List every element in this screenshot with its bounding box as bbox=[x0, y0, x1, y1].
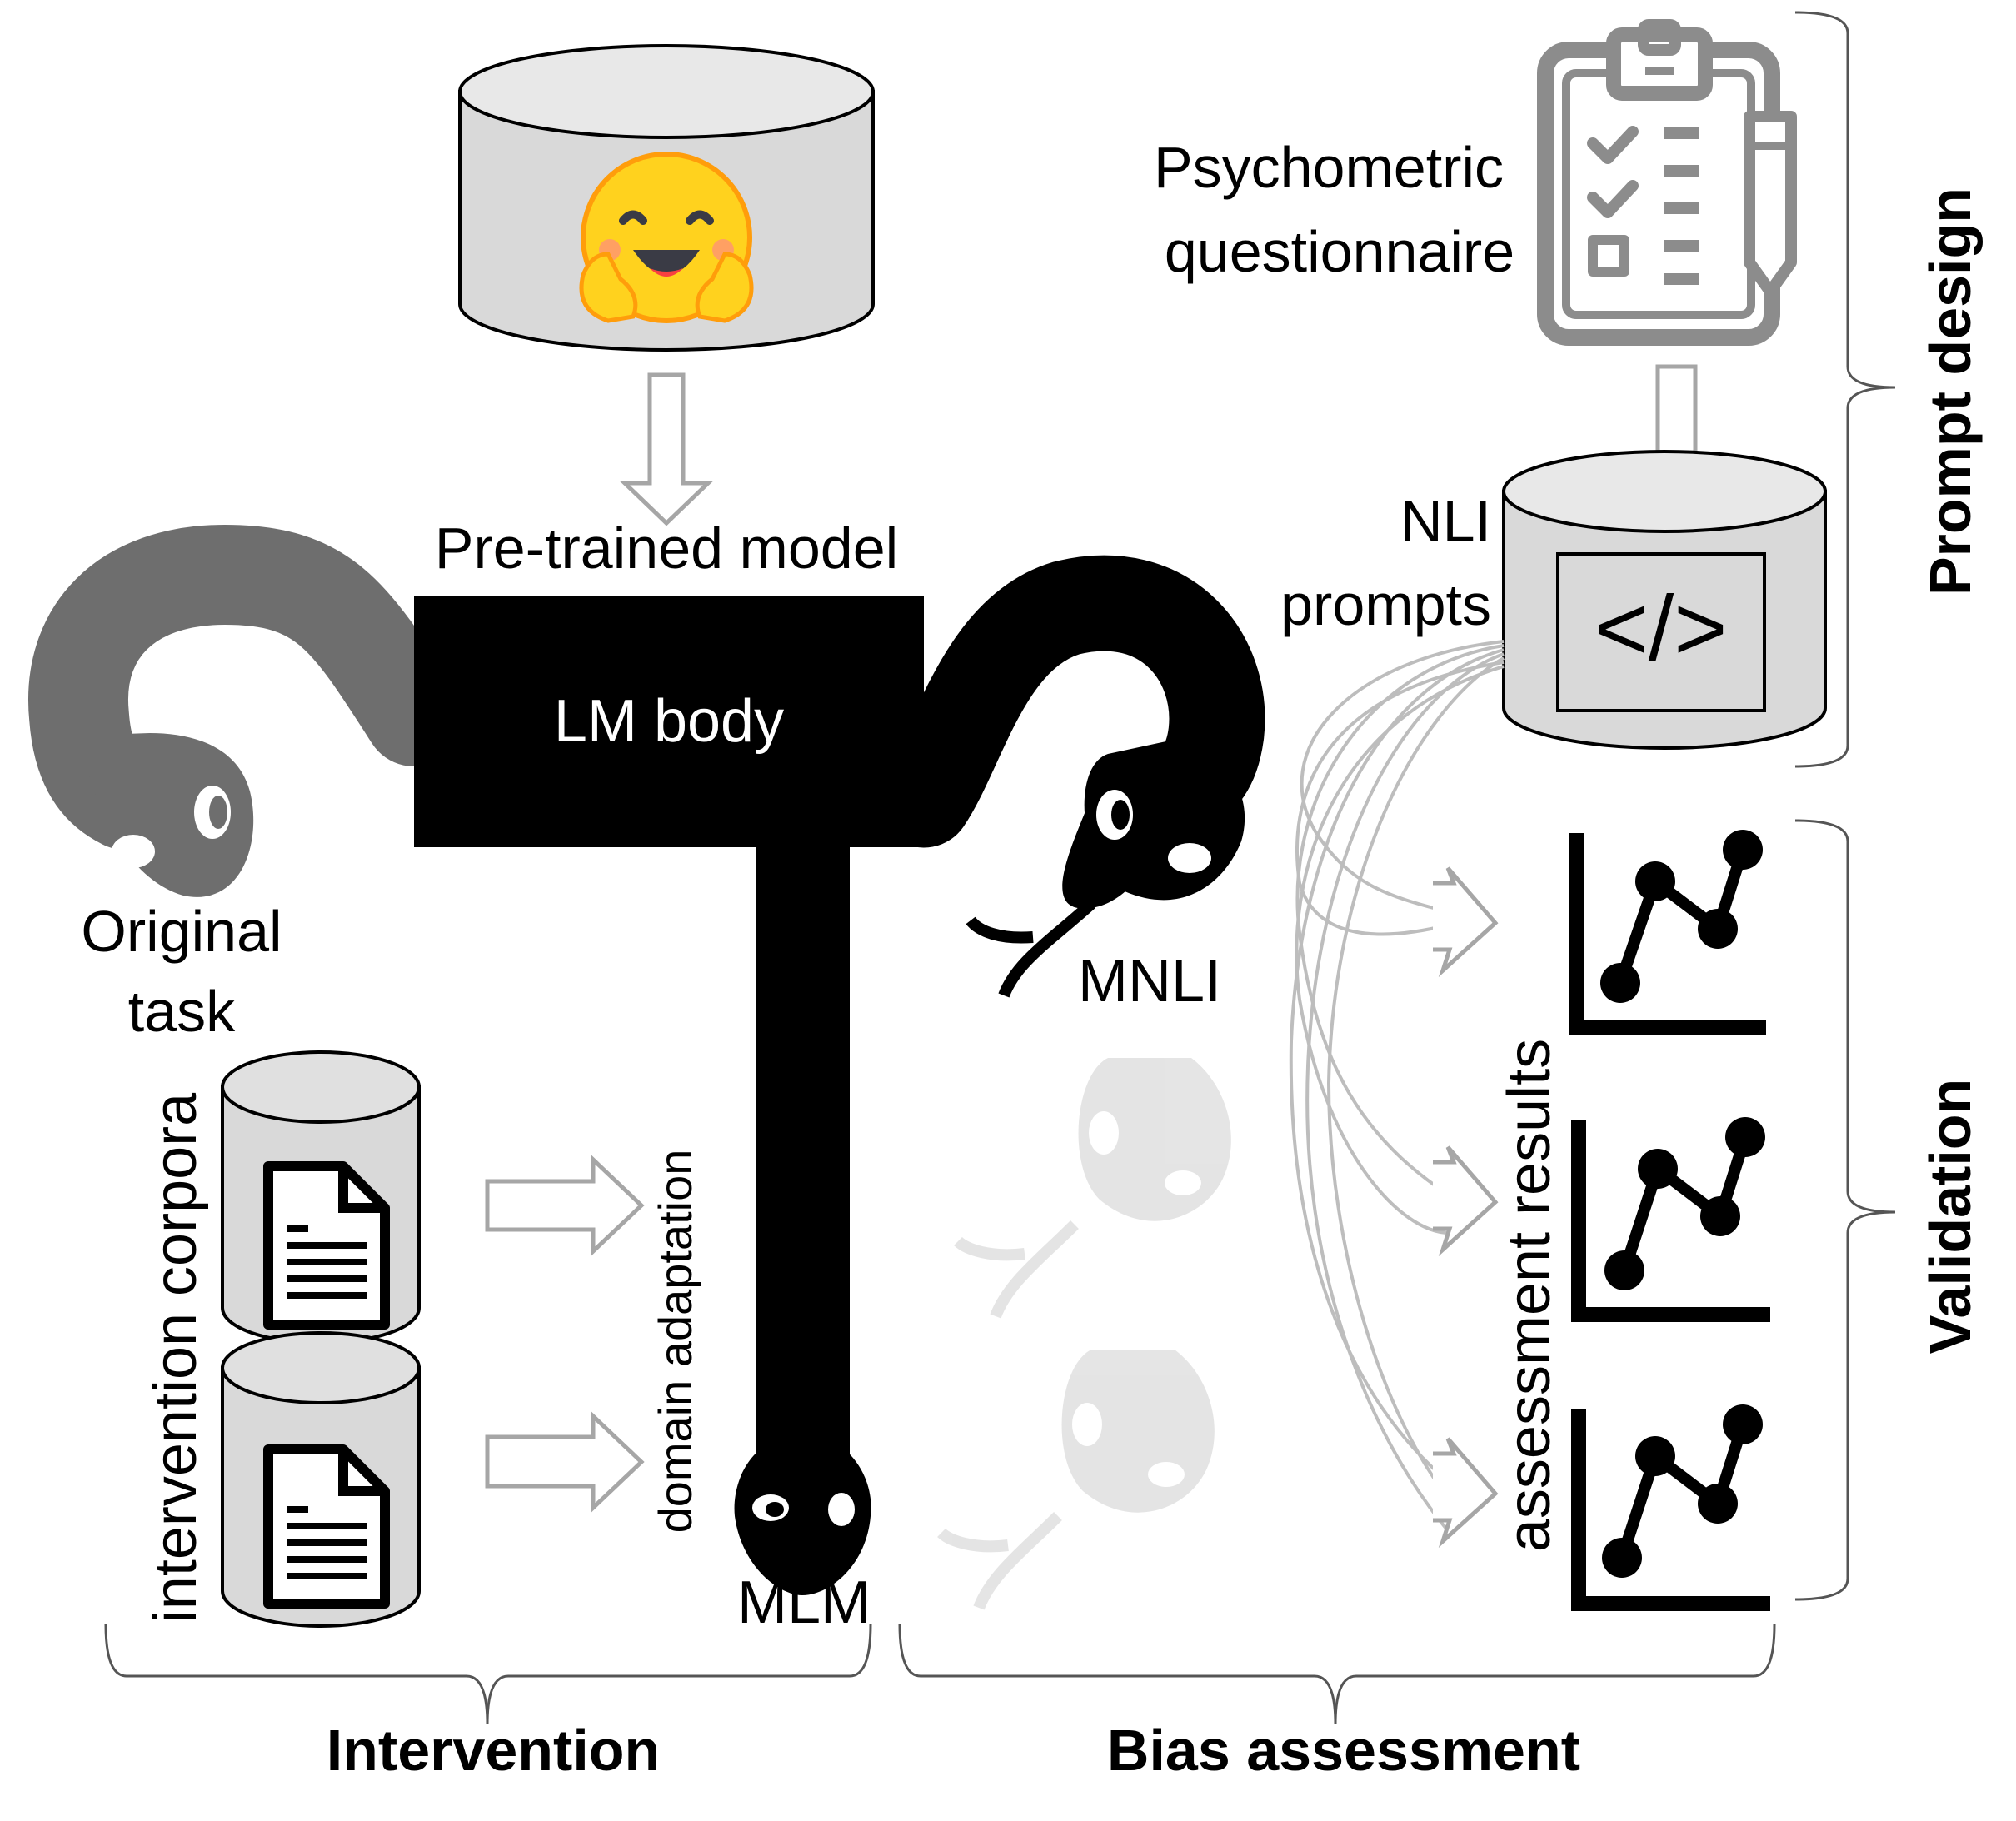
arrow-to-result-2 bbox=[1433, 1145, 1499, 1257]
psychometric-label-line2: questionnaire bbox=[1165, 219, 1514, 284]
domain-adaptation-label: domain adaptation bbox=[649, 1150, 701, 1534]
snake-icon bbox=[28, 524, 464, 897]
faded-snake-icon bbox=[954, 1058, 1231, 1319]
document-icon bbox=[263, 1161, 390, 1330]
intervention-corpora-label: intervention corpora bbox=[142, 1092, 209, 1623]
nli-prompts-label-line1: NLI bbox=[1400, 489, 1491, 554]
intervention-brace bbox=[104, 1624, 872, 1725]
pretrained-model-database bbox=[458, 44, 875, 352]
validation-brace bbox=[1794, 819, 1896, 1601]
line-chart-icon bbox=[1569, 830, 1766, 1035]
intervention-label: Intervention bbox=[327, 1718, 661, 1783]
prompt-flow-curves bbox=[1289, 640, 1505, 1534]
prompt-design-label: Prompt design bbox=[1918, 187, 1983, 596]
hugging-face-emoji-icon bbox=[579, 152, 754, 323]
original-task-label-line1: Original bbox=[81, 899, 282, 964]
psychometric-label-line1: Psychometric bbox=[1154, 135, 1504, 200]
mnli-snake-icon bbox=[876, 555, 1265, 998]
intervention-corpus-database bbox=[221, 1050, 421, 1345]
assessment-results-label: assessment results bbox=[1496, 1039, 1563, 1552]
line-chart-icon bbox=[1571, 1117, 1770, 1322]
line-chart-icon bbox=[1571, 1404, 1770, 1611]
mlm-head-icon bbox=[734, 1433, 871, 1595]
nli-prompts-label-line2: prompts bbox=[1280, 572, 1491, 637]
mnli-label: MNLI bbox=[1078, 948, 1221, 1015]
pretrained-model-label: Pre-trained model bbox=[435, 516, 898, 581]
bias-assessment-brace bbox=[898, 1624, 1776, 1725]
arrow-to-result-3 bbox=[1433, 1437, 1499, 1549]
document-icon bbox=[263, 1444, 390, 1609]
svg-text:</>: </> bbox=[1594, 577, 1727, 680]
nli-prompts-database: </> bbox=[1502, 450, 1827, 750]
lm-body-block bbox=[414, 596, 924, 1474]
arrow-to-result-1 bbox=[1433, 866, 1499, 978]
original-task-label-line2: task bbox=[128, 979, 236, 1044]
clipboard-checklist-icon bbox=[1537, 19, 1797, 346]
arrow-db-to-model bbox=[619, 372, 714, 526]
intervention-corpus-database bbox=[221, 1331, 421, 1628]
mlm-label: MLM bbox=[737, 1569, 871, 1636]
arrow-corpus-to-adaptation bbox=[485, 1411, 645, 1513]
faded-snake-icon bbox=[937, 1350, 1215, 1610]
arrow-corpus-to-adaptation bbox=[485, 1155, 645, 1256]
validation-label: Validation bbox=[1918, 1079, 1983, 1355]
bias-assessment-label: Bias assessment bbox=[1107, 1718, 1580, 1783]
code-icon: </> bbox=[1556, 552, 1766, 712]
lm-body-label: LM body bbox=[554, 688, 784, 755]
prompt-design-brace bbox=[1794, 11, 1896, 768]
